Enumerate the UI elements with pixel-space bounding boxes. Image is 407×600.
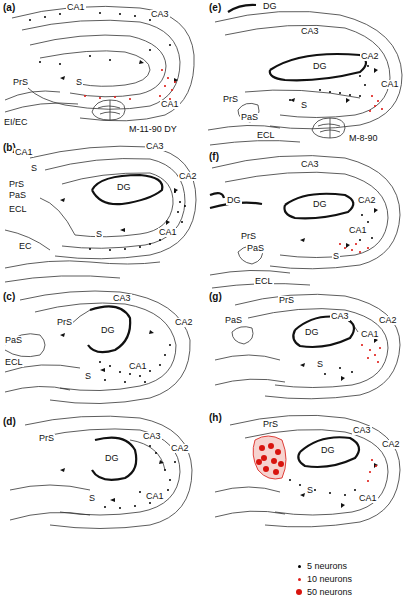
region-label: PrS	[38, 434, 55, 443]
layer-arrows	[60, 60, 378, 508]
region-label: PrS	[8, 180, 25, 189]
region-label: CA1	[66, 3, 86, 12]
region-label: DG	[320, 446, 336, 455]
region-label: PrS	[222, 95, 239, 104]
region-label: S	[88, 494, 96, 503]
region-label: S	[316, 360, 324, 369]
panel-letter: (g)	[208, 292, 223, 302]
dentate-gyrus-outlines	[88, 5, 366, 480]
panel-letter: (c)	[2, 292, 16, 302]
region-label: CA1	[145, 492, 165, 501]
region-label: S	[95, 230, 103, 239]
region-label: M-11-90 DY	[128, 125, 178, 134]
region-label: PaS	[224, 316, 243, 325]
region-label: DG	[104, 454, 120, 463]
region-label: CA3	[300, 27, 320, 36]
region-label: CA1	[360, 330, 380, 339]
region-label: PaS	[4, 336, 23, 345]
legend-entry: 50 neurons	[296, 586, 352, 598]
region-label: S	[300, 101, 308, 110]
section-outlines	[5, 6, 402, 528]
neuron-dots-50	[259, 446, 281, 472]
region-label: CA3	[145, 142, 165, 151]
region-label: CA2	[360, 52, 380, 61]
region-label: PaS	[8, 191, 27, 200]
legend-text: 5 neurons	[307, 561, 347, 571]
region-label: PrS	[12, 78, 29, 87]
region-label: DG	[116, 183, 132, 192]
region-label: CA2	[174, 318, 194, 327]
panel-letter: (a)	[2, 3, 16, 13]
region-label: CA1	[158, 228, 178, 237]
region-label: CA2	[378, 316, 398, 325]
legend-entry: 5 neurons	[296, 560, 347, 572]
region-label: S	[30, 164, 38, 173]
legend-entry: 10 neurons	[296, 573, 352, 585]
region-label: DG	[312, 200, 328, 209]
region-label: CA1	[160, 100, 180, 109]
neuron-dots-10	[85, 70, 382, 481]
region-label: DG	[226, 196, 242, 205]
region-label: PrS	[240, 232, 257, 241]
region-label: CA3	[330, 312, 350, 321]
region-label: DG	[262, 2, 278, 11]
legend-text: 50 neurons	[307, 587, 352, 597]
region-label: CA1	[14, 148, 34, 157]
region-label: CA2	[357, 196, 377, 205]
region-label: S	[84, 372, 92, 381]
region-label: CA3	[150, 10, 170, 19]
region-label: S	[332, 252, 340, 261]
panel-letter: (d)	[2, 417, 17, 427]
region-label: M-8-90	[348, 134, 379, 143]
region-label: PrS	[262, 420, 279, 429]
region-label: ECL	[256, 131, 276, 140]
neuron-dots-5	[30, 13, 372, 508]
panel-letter: (h)	[208, 413, 223, 423]
legend-dot	[298, 565, 301, 568]
region-label: CA2	[170, 444, 190, 453]
region-label: EI/EC	[3, 118, 29, 127]
region-label: CA2	[178, 172, 198, 181]
region-label: CA3	[112, 294, 132, 303]
region-label: CA1	[128, 362, 148, 371]
region-label: S	[75, 78, 83, 87]
region-label: ECL	[4, 358, 24, 367]
presubiculum-region	[253, 436, 286, 479]
region-label: DG	[100, 326, 116, 335]
region-label: PrS	[278, 296, 295, 305]
region-label: CA2	[381, 440, 401, 449]
panel-letter: (f)	[208, 152, 220, 162]
region-label: CA1	[348, 226, 368, 235]
region-label: ECL	[254, 277, 274, 286]
legend-dot	[298, 578, 301, 581]
region-label: CA3	[142, 432, 162, 441]
legend-dot	[296, 589, 302, 595]
region-label: EC	[18, 242, 33, 251]
legend-text: 10 neurons	[307, 574, 352, 584]
region-label: CA1	[358, 494, 378, 503]
region-label: PaS	[240, 113, 259, 122]
region-label: DG	[312, 62, 328, 71]
region-label: CA3	[300, 160, 320, 169]
region-label: S	[306, 486, 314, 495]
region-label: CA3	[352, 426, 372, 435]
region-label: ECL	[8, 205, 28, 214]
region-label: PaS	[246, 244, 265, 253]
region-label: DG	[304, 328, 320, 337]
region-label: CA1	[380, 80, 400, 89]
panel-letter: (e)	[208, 3, 222, 13]
region-label: PrS	[56, 318, 73, 327]
